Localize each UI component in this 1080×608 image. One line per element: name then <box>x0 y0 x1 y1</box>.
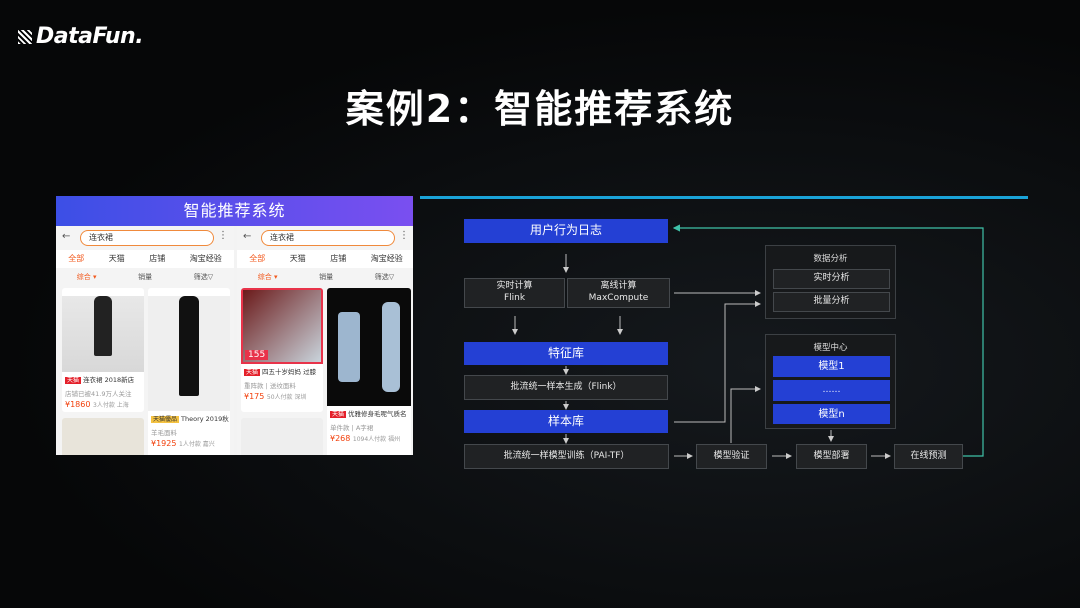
model-center-panel: 模型中心 模型1 …… 模型n <box>765 334 896 429</box>
phone-screen-2: ← 连衣裙 ⋮ 全部天猫店铺淘宝经验 综合 ▾销量筛选▽ 155 天猫四五十岁妈… <box>237 226 413 455</box>
more-icon: ⋮ <box>399 230 409 241</box>
model-n: 模型n <box>773 404 890 424</box>
arrow <box>674 301 761 423</box>
product-card: 天猫连衣裙 2018新店 店铺已被41.9万人关注 ¥1860 3人付款 上海 <box>62 288 144 412</box>
product-card: 天猫优雅修身毛呢气质名 单件款 | A字裙 ¥268 1094人付款 福州 <box>327 288 411 455</box>
datafun-logo: DataFun. <box>18 24 144 49</box>
search-input: 连衣裙 <box>261 230 395 246</box>
tabs: 全部天猫店铺淘宝经验 <box>56 250 234 268</box>
product-card: 155 天猫四五十岁妈妈 过膝 重阵款 | 送纹面料 ¥175 50人付款 深圳 <box>241 288 323 412</box>
back-arrow-icon: ← <box>243 231 252 242</box>
online-prediction: 在线预测 <box>894 444 963 469</box>
sample-generation: 批流统一样本生成（Flink） <box>464 375 668 400</box>
model-deployment: 模型部署 <box>796 444 867 469</box>
sort-bar: 综合 ▾销量筛选▽ <box>76 273 214 281</box>
user-behavior-log: 用户行为日志 <box>464 219 668 243</box>
realtime-analysis: 实时分析 <box>773 269 890 289</box>
recommendation-screenshot: 智能推荐系统 ← 连衣裙 ⋮ 全部天猫店铺淘宝经验 综合 ▾销量筛选▽ 天猫连衣… <box>56 196 413 455</box>
sample-store: 样本库 <box>464 410 668 433</box>
batch-analysis: 批量分析 <box>773 292 890 312</box>
model-ellipsis: …… <box>773 380 890 401</box>
model-1: 模型1 <box>773 356 890 377</box>
slide-title: 案例2：智能推荐系统 <box>345 87 735 131</box>
arrow <box>730 386 761 443</box>
model-verification: 模型验证 <box>696 444 767 469</box>
back-arrow-icon: ← <box>62 231 71 242</box>
tabs: 全部天猫店铺淘宝经验 <box>237 250 413 268</box>
more-icon: ⋮ <box>218 230 228 241</box>
feedback-arrow <box>672 224 984 457</box>
feature-store: 特征库 <box>464 342 668 365</box>
product-card <box>62 418 144 455</box>
phone-screen-1: ← 连衣裙 ⋮ 全部天猫店铺淘宝经验 综合 ▾销量筛选▽ 天猫连衣裙 2018新… <box>56 226 234 455</box>
sort-bar: 综合 ▾销量筛选▽ <box>257 273 395 281</box>
product-card <box>241 418 323 455</box>
screenshot-header: 智能推荐系统 <box>56 196 413 226</box>
search-input: 连衣裙 <box>80 230 214 246</box>
data-analysis-panel: 数据分析 实时分析 批量分析 <box>765 245 896 319</box>
accent-line <box>420 196 1028 199</box>
model-training: 批流统一样模型训练（PAI-TF） <box>464 444 669 469</box>
